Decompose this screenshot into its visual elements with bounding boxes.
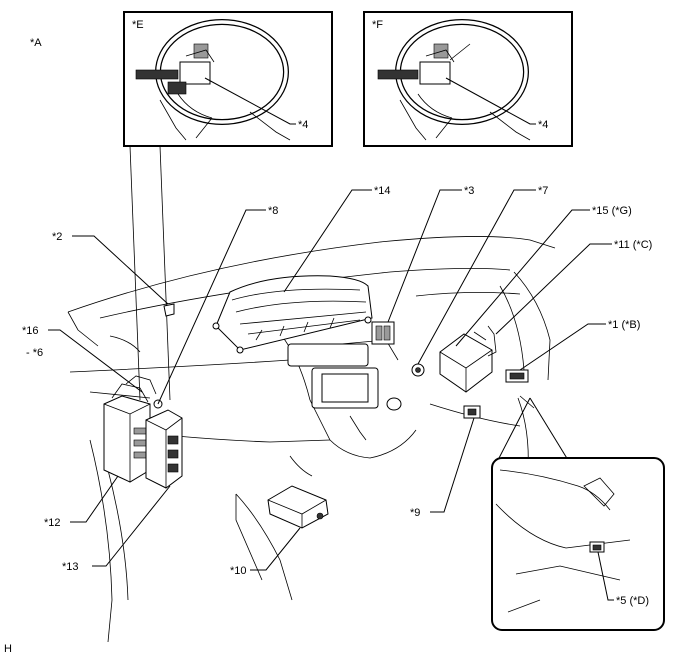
part-1 (505, 369, 529, 383)
corner-mark: H (4, 643, 12, 655)
detail-guide-2 (497, 397, 531, 461)
leader-8 (157, 209, 266, 405)
inset-e: *E *4 (123, 11, 333, 147)
callout-15: *15 (*G) (592, 205, 632, 217)
combination-meter (212, 275, 373, 354)
leader-10 (250, 527, 301, 571)
leader-9 (430, 417, 475, 513)
callout-1: *1 (*B) (608, 319, 640, 331)
inset-f: *F *4 (363, 11, 573, 147)
view-label: *A (30, 37, 42, 49)
callout-9: *9 (410, 507, 420, 519)
spiral-cable-e (179, 61, 211, 85)
leader-14 (283, 189, 372, 293)
callout-3: *3 (464, 185, 474, 197)
detail-inset: *5 (*D) (491, 397, 665, 631)
leader-1 (519, 323, 606, 371)
guide-line-e2 (159, 145, 171, 401)
leader-13 (92, 485, 171, 567)
callout-11: *11 (*C) (614, 239, 652, 251)
inset-e-label: *E (132, 19, 144, 31)
center-display-screen (321, 373, 369, 403)
hazard-switch (371, 321, 395, 345)
spiral-cable-f (419, 61, 451, 85)
callout-12: *12 (44, 517, 61, 529)
leader-16 (48, 329, 143, 393)
inset-f-label: *F (372, 19, 383, 31)
callout-13: *13 (62, 561, 79, 573)
part-2 (163, 303, 175, 317)
leader-7 (417, 189, 536, 365)
shift-knob (386, 397, 402, 411)
part-7 (411, 363, 425, 377)
callout-6: - *6 (26, 347, 43, 359)
leader-12 (70, 475, 119, 523)
leader-3 (387, 189, 462, 323)
combination-switch-lever-f (377, 69, 419, 80)
detail-guide-1 (529, 397, 569, 461)
callout-16: *16 (22, 325, 39, 337)
leader-11 (495, 243, 612, 335)
part-9 (463, 405, 481, 419)
combination-switch-lever-e (135, 69, 179, 80)
module-15 (439, 325, 497, 393)
callout-5: *5 (*D) (616, 595, 649, 607)
steering-wheel-f (377, 19, 531, 141)
callout-7: *7 (538, 185, 548, 197)
center-vent (287, 343, 369, 367)
callout-8: *8 (268, 205, 278, 217)
ecu-cluster (103, 375, 183, 489)
leader-15 (455, 209, 590, 347)
callout-2: *2 (52, 231, 62, 243)
part-12-body (103, 395, 151, 483)
detail-frame (491, 457, 665, 631)
part-5 (589, 541, 605, 553)
callout-4-e: *4 (298, 119, 308, 131)
callout-4-f: *4 (538, 119, 548, 131)
callout-14: *14 (374, 185, 391, 197)
callout-10: *10 (230, 565, 247, 577)
part-10 (267, 485, 329, 529)
steering-wheel-e (135, 19, 291, 141)
leader-2 (72, 235, 169, 305)
leader-5 (597, 551, 614, 601)
